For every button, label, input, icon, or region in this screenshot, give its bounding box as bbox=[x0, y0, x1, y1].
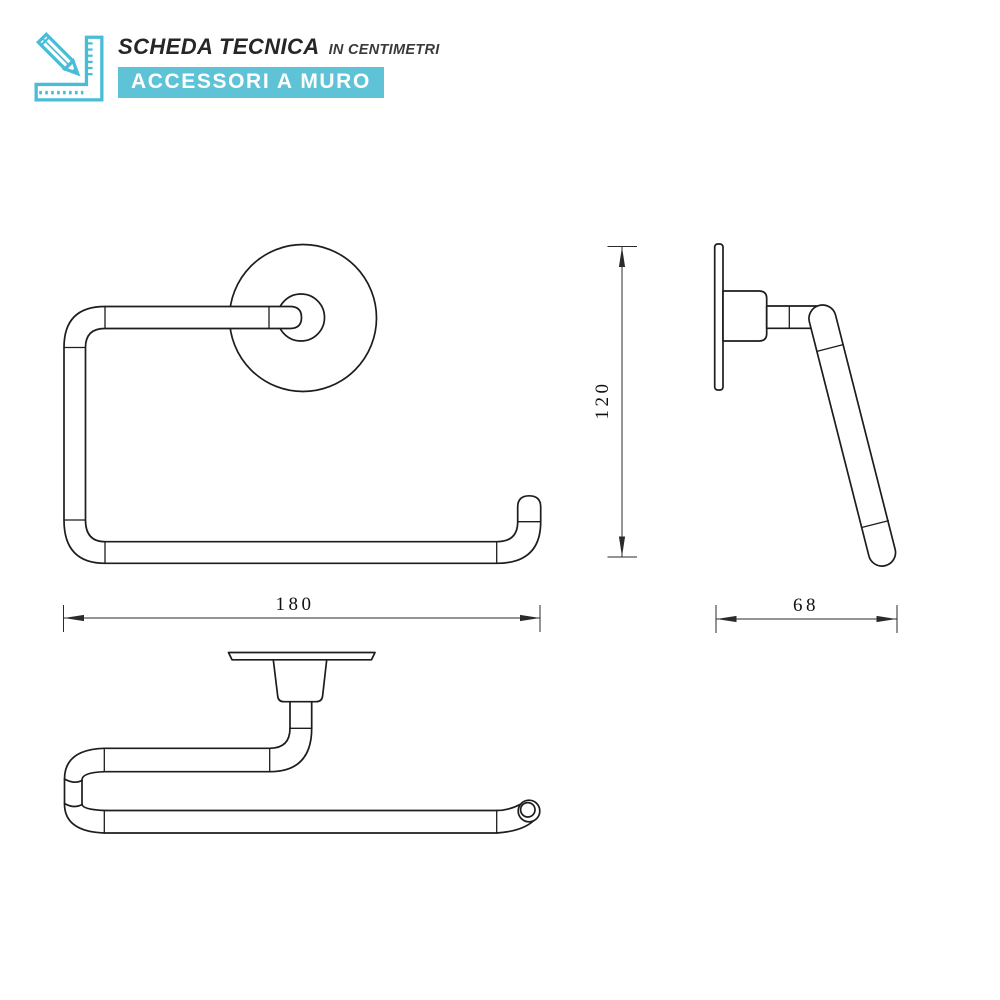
top-view bbox=[63, 651, 541, 834]
sheet-subtitle: IN CENTIMETRI bbox=[328, 42, 440, 58]
front-view-joint-lines bbox=[63, 305, 542, 564]
front-view bbox=[63, 243, 542, 565]
dim-height: 120 bbox=[592, 246, 637, 558]
dim-depth-arrow-right bbox=[876, 615, 897, 623]
header-text-block: SCHEDA TECNICA IN CENTIMETRI ACCESSORI A… bbox=[118, 28, 440, 98]
dim-width: 180 bbox=[63, 594, 541, 632]
pencil-icon-side-line bbox=[42, 38, 70, 66]
ruler-tick-marks bbox=[86, 42, 93, 76]
ruler-icon-shape bbox=[34, 35, 104, 102]
top-mount-bracket bbox=[272, 658, 328, 703]
dim-arrow-left bbox=[64, 614, 84, 622]
sheet-header: SCHEDA TECNICA IN CENTIMETRI ACCESSORI A… bbox=[30, 28, 440, 106]
dim-label-depth: 68 bbox=[793, 595, 819, 616]
dim-arrow-right bbox=[520, 614, 540, 622]
category-badge: ACCESSORI A MURO bbox=[118, 67, 384, 98]
side-arm bbox=[808, 304, 897, 567]
dim-arrow-up bbox=[618, 247, 626, 267]
side-arm-joint-lines bbox=[816, 343, 889, 529]
sheet-title: SCHEDA TECNICA bbox=[118, 34, 320, 59]
top-wall-plate bbox=[227, 651, 376, 661]
title-row: SCHEDA TECNICA IN CENTIMETRI bbox=[118, 34, 440, 60]
dim-arrow-down bbox=[618, 536, 626, 557]
dim-label-width: 180 bbox=[276, 594, 315, 615]
dim-depth-arrow-left bbox=[716, 615, 737, 623]
top-hook-inner-circle bbox=[519, 801, 536, 818]
side-wall-plate bbox=[713, 243, 724, 391]
side-view bbox=[713, 243, 897, 567]
dim-label-height: 120 bbox=[592, 381, 613, 420]
top-tube-lines bbox=[63, 700, 538, 834]
pencil-icon-tip-fill bbox=[71, 68, 78, 74]
holder-tube-outline bbox=[63, 305, 542, 565]
ruler-pencil-icon bbox=[34, 31, 104, 102]
side-mount-bracket bbox=[722, 290, 768, 342]
dim-depth: 68 bbox=[715, 595, 898, 633]
top-view-joint-lines bbox=[103, 727, 498, 834]
